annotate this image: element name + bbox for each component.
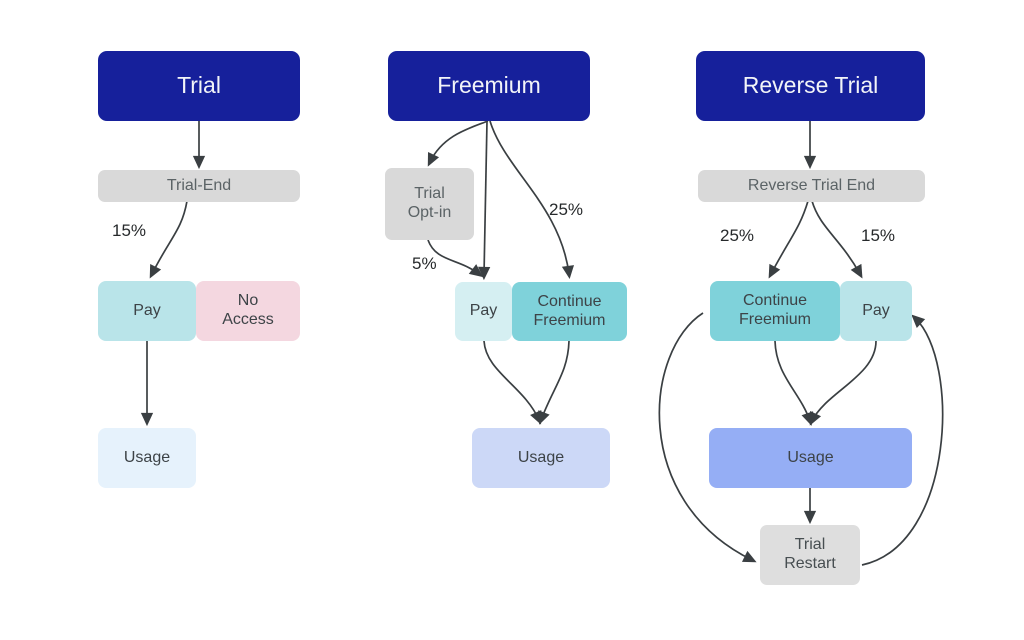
edge-label-trial-15: 15% xyxy=(112,221,147,240)
edge-trialend-to-pay xyxy=(149,200,188,279)
node-freemium-pay[interactable]: Pay xyxy=(455,282,512,341)
edge-pay-to-usage-3 xyxy=(809,340,877,426)
edge-label-freemium-5: 5% xyxy=(412,254,437,273)
node-label: Reverse Trial xyxy=(742,72,879,99)
node-reverse-trial-end[interactable]: Reverse Trial End xyxy=(698,170,925,202)
node-freemium-usage[interactable]: Usage xyxy=(472,428,610,488)
node-label: Usage xyxy=(123,448,171,466)
edge-continue-to-usage-2 xyxy=(538,340,570,425)
node-freemium-continue[interactable]: Continue Freemium xyxy=(512,282,627,341)
node-label: Freemium xyxy=(437,72,541,99)
node-reverse-pay[interactable]: Pay xyxy=(840,281,912,341)
node-label: Trial xyxy=(177,72,221,99)
edge-label-reverse-15: 15% xyxy=(861,226,896,245)
node-trial-header[interactable]: Trial xyxy=(98,51,300,121)
node-reverse-usage[interactable]: Usage xyxy=(709,428,912,488)
node-label: Pay xyxy=(133,301,161,319)
edge-rte-to-pay xyxy=(811,200,863,279)
node-label: No Access xyxy=(222,292,274,328)
edge-continue-to-usage-3 xyxy=(774,340,814,426)
node-label: Trial-End xyxy=(166,176,232,194)
node-reverse-continue[interactable]: Continue Freemium xyxy=(710,281,840,341)
edge-label-freemium-25: 25% xyxy=(549,200,584,219)
node-freemium-trial-optin[interactable]: Trial Opt-in xyxy=(385,168,474,240)
node-label: Pay xyxy=(469,302,498,320)
edge-freemium-to-pay xyxy=(478,120,491,281)
node-trial-usage[interactable]: Usage xyxy=(98,428,196,488)
node-label: Trial Restart xyxy=(784,536,836,572)
edge-label-reverse-25: 25% xyxy=(720,226,755,245)
node-trial-no-access[interactable]: No Access xyxy=(196,281,300,341)
edge-freemium-to-continue xyxy=(489,120,575,280)
node-label: Trial Opt-in xyxy=(407,185,452,221)
node-trial-end[interactable]: Trial-End xyxy=(98,170,300,202)
node-label: Reverse Trial End xyxy=(747,176,876,194)
node-label: Pay xyxy=(862,301,890,319)
node-label: Usage xyxy=(787,448,834,466)
edge-rte-to-continue xyxy=(768,200,809,279)
edge-pay-to-usage-2 xyxy=(483,340,542,425)
edge-freemium-to-optin xyxy=(427,120,489,167)
node-label: Continue Freemium xyxy=(738,292,811,328)
node-trial-pay[interactable]: Pay xyxy=(98,281,196,341)
node-freemium-header[interactable]: Freemium xyxy=(388,51,590,121)
node-label: Continue Freemium xyxy=(533,292,606,329)
node-reverse-trial-header[interactable]: Reverse Trial xyxy=(696,51,925,121)
node-reverse-trial-restart[interactable]: Trial Restart xyxy=(760,525,860,585)
node-label: Usage xyxy=(517,448,565,466)
